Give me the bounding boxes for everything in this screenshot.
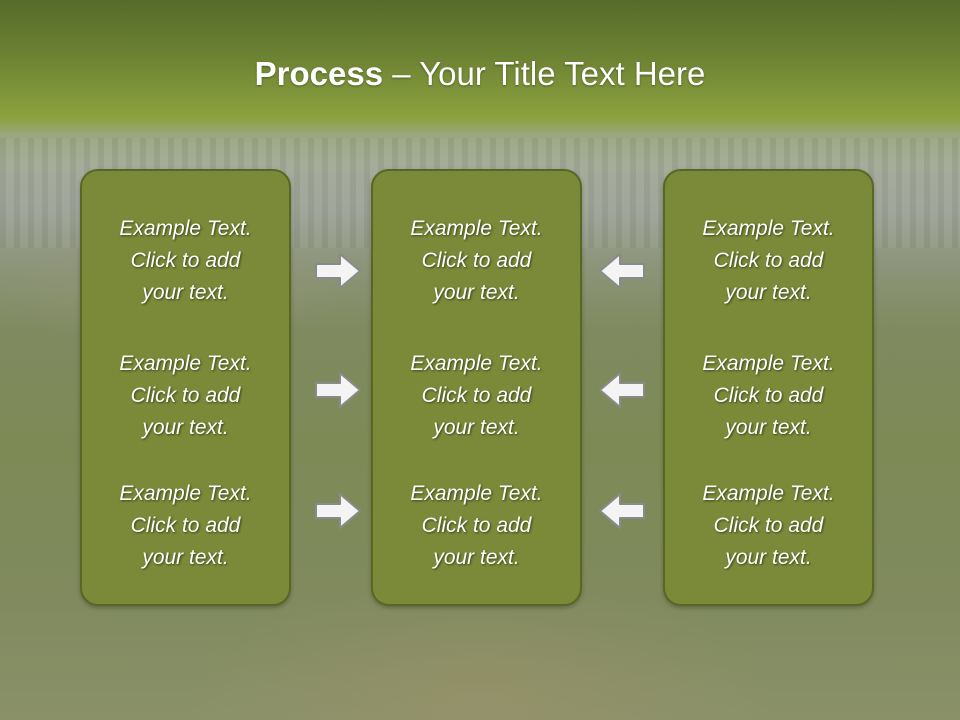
text-block[interactable]: Example Text. Click to add your text.: [373, 348, 580, 444]
text-line: Click to add: [713, 249, 824, 272]
text-line: Example Text.: [702, 482, 835, 505]
title-rest: – Your Title Text Here: [383, 55, 706, 92]
text-line: Click to add: [421, 249, 532, 272]
text-block[interactable]: Example Text. Click to add your text.: [82, 348, 289, 444]
text-line: your text.: [725, 281, 812, 304]
process-box-right[interactable]: Example Text. Click to add your text. Ex…: [663, 169, 874, 606]
slide-title[interactable]: Process – Your Title Text Here: [0, 52, 960, 96]
text-line: Example Text.: [410, 352, 543, 375]
arrow-right-icon[interactable]: [314, 371, 362, 409]
text-line: Example Text.: [410, 482, 543, 505]
title-strong: Process: [254, 55, 384, 92]
text-line: Click to add: [421, 514, 532, 537]
text-block[interactable]: Example Text. Click to add your text.: [665, 478, 872, 574]
text-line: your text.: [725, 416, 812, 439]
text-line: Example Text.: [119, 352, 252, 375]
text-block[interactable]: Example Text. Click to add your text.: [82, 213, 289, 309]
text-line: your text.: [433, 281, 520, 304]
text-line: your text.: [142, 281, 229, 304]
arrow-left-icon[interactable]: [598, 492, 646, 530]
arrow-left-icon[interactable]: [598, 371, 646, 409]
text-line: your text.: [142, 546, 229, 569]
text-block[interactable]: Example Text. Click to add your text.: [373, 478, 580, 574]
text-block[interactable]: Example Text. Click to add your text.: [665, 348, 872, 444]
arrow-left-icon[interactable]: [598, 252, 646, 290]
text-line: Click to add: [130, 249, 241, 272]
process-box-center[interactable]: Example Text. Click to add your text. Ex…: [371, 169, 582, 606]
text-line: Click to add: [713, 514, 824, 537]
text-line: Example Text.: [702, 217, 835, 240]
text-line: your text.: [725, 546, 812, 569]
text-line: Click to add: [713, 384, 824, 407]
process-box-left[interactable]: Example Text. Click to add your text. Ex…: [80, 169, 291, 606]
text-line: Example Text.: [702, 352, 835, 375]
text-line: your text.: [433, 546, 520, 569]
arrow-right-icon[interactable]: [314, 492, 362, 530]
text-line: Example Text.: [119, 482, 252, 505]
text-line: Example Text.: [410, 217, 543, 240]
arrow-right-icon[interactable]: [314, 252, 362, 290]
text-block[interactable]: Example Text. Click to add your text.: [82, 478, 289, 574]
text-line: Click to add: [421, 384, 532, 407]
text-line: Example Text.: [119, 217, 252, 240]
text-line: your text.: [433, 416, 520, 439]
text-block[interactable]: Example Text. Click to add your text.: [665, 213, 872, 309]
text-line: Click to add: [130, 514, 241, 537]
text-line: Click to add: [130, 384, 241, 407]
text-block[interactable]: Example Text. Click to add your text.: [373, 213, 580, 309]
text-line: your text.: [142, 416, 229, 439]
